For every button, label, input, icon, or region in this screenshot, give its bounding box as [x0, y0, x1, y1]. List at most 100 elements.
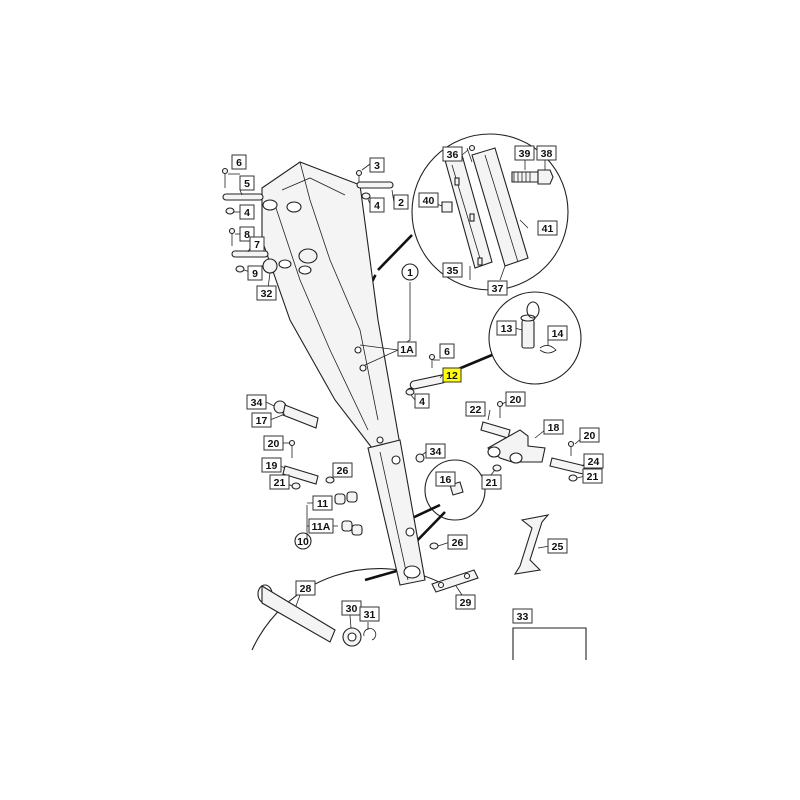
- leader: [359, 344, 399, 366]
- svg-text:19: 19: [266, 460, 278, 472]
- pin-28: [261, 585, 336, 643]
- callout-36: 36: [442, 146, 463, 162]
- svg-text:9: 9: [252, 268, 258, 280]
- svg-text:32: 32: [261, 288, 273, 300]
- svg-text:39: 39: [519, 148, 531, 160]
- callout-7: 7: [249, 236, 265, 252]
- callout-39: 39: [514, 145, 535, 161]
- svg-text:3: 3: [374, 160, 380, 172]
- svg-text:24: 24: [588, 456, 600, 468]
- dipper-hole: [391, 455, 401, 465]
- svg-text:4: 4: [374, 200, 380, 212]
- svg-text:33: 33: [517, 611, 529, 623]
- leader: [519, 219, 529, 229]
- washer-21c: [568, 474, 578, 482]
- callout-17: 17: [251, 412, 272, 428]
- leader: [421, 451, 427, 456]
- link-18: [487, 429, 546, 463]
- svg-text:11A: 11A: [312, 521, 331, 533]
- svg-text:28: 28: [300, 583, 312, 595]
- bolt-20c-head: [567, 440, 575, 448]
- pin-13: [521, 319, 535, 349]
- boom-pivot-hole: [262, 199, 278, 211]
- svg-text:20: 20: [584, 430, 596, 442]
- bolt-8-head: [228, 227, 236, 235]
- callout-26: 26: [332, 462, 353, 478]
- svg-text:35: 35: [447, 265, 459, 277]
- wear-pad-37: [471, 147, 529, 267]
- svg-text:41: 41: [542, 223, 554, 235]
- bush-11b: [346, 491, 358, 503]
- pad-slot: [469, 213, 475, 222]
- callout-20: 20: [579, 427, 600, 443]
- boom-bolt-hole: [359, 364, 367, 372]
- callout-25: 25: [547, 538, 568, 554]
- boom-edge: [299, 161, 379, 421]
- washer-21a: [291, 482, 301, 490]
- callout-6: 6: [231, 154, 247, 170]
- link-18-hole: [509, 452, 523, 464]
- view-33-frame: [512, 627, 587, 660]
- callout-16: 16: [435, 471, 456, 487]
- svg-text:12: 12: [446, 370, 458, 382]
- leader: [455, 585, 463, 596]
- svg-text:14: 14: [552, 328, 564, 340]
- svg-text:13: 13: [501, 323, 513, 335]
- plate-29: [431, 569, 479, 593]
- boom-edge: [274, 204, 369, 431]
- svg-text:37: 37: [492, 283, 504, 295]
- callout-4: 4: [239, 204, 255, 220]
- callout-21: 21: [582, 468, 603, 484]
- bolt-6b-head: [428, 353, 436, 361]
- svg-text:34: 34: [251, 397, 263, 409]
- svg-text:34: 34: [430, 446, 442, 458]
- callout-2: 2: [393, 194, 409, 210]
- svg-text:26: 26: [337, 465, 349, 477]
- svg-text:8: 8: [244, 229, 250, 241]
- svg-text:22: 22: [470, 404, 482, 416]
- washer-26a: [325, 476, 335, 484]
- leader-line: [377, 234, 413, 271]
- pin-5: [222, 193, 264, 201]
- callout-19: 19: [261, 457, 282, 473]
- washer-4b: [361, 192, 371, 200]
- washer-30-hole: [347, 632, 357, 642]
- svg-text:38: 38: [541, 148, 553, 160]
- pad-slot: [454, 177, 460, 186]
- washer-4c: [405, 388, 415, 396]
- washer-26b: [429, 542, 439, 550]
- callout-1: 1: [407, 267, 413, 279]
- pin-17: [282, 404, 319, 429]
- callout-20: 20: [263, 435, 284, 451]
- callout-13: 13: [496, 320, 517, 336]
- svg-text:20: 20: [268, 438, 280, 450]
- nut-40: [441, 201, 453, 213]
- link-18-hole: [487, 446, 501, 458]
- callout-21: 21: [269, 474, 290, 490]
- plate-hole: [463, 572, 471, 580]
- svg-text:25: 25: [552, 541, 564, 553]
- svg-text:2: 2: [398, 197, 404, 209]
- callout-10: 10: [297, 536, 309, 548]
- bush-11A-a: [341, 520, 353, 532]
- bolt-6-head: [221, 167, 229, 175]
- svg-text:5: 5: [244, 178, 250, 190]
- svg-text:21: 21: [274, 477, 286, 489]
- leader: [349, 614, 352, 629]
- svg-text:18: 18: [548, 422, 560, 434]
- boom-bolt-hole: [376, 436, 384, 444]
- callout-30: 30: [341, 600, 362, 616]
- svg-text:26: 26: [452, 537, 464, 549]
- callout-26: 26: [447, 534, 468, 550]
- boom-bolt-hole: [354, 346, 362, 354]
- dipper-edge: [379, 451, 409, 581]
- callout-4: 4: [414, 393, 430, 409]
- leader: [487, 409, 491, 421]
- boom-hole: [278, 259, 292, 269]
- leader: [401, 282, 411, 346]
- svg-text:20: 20: [510, 394, 522, 406]
- pin-24: [549, 457, 586, 475]
- callout-6: 6: [439, 343, 455, 359]
- svg-text:21: 21: [587, 471, 599, 483]
- svg-text:31: 31: [364, 609, 376, 621]
